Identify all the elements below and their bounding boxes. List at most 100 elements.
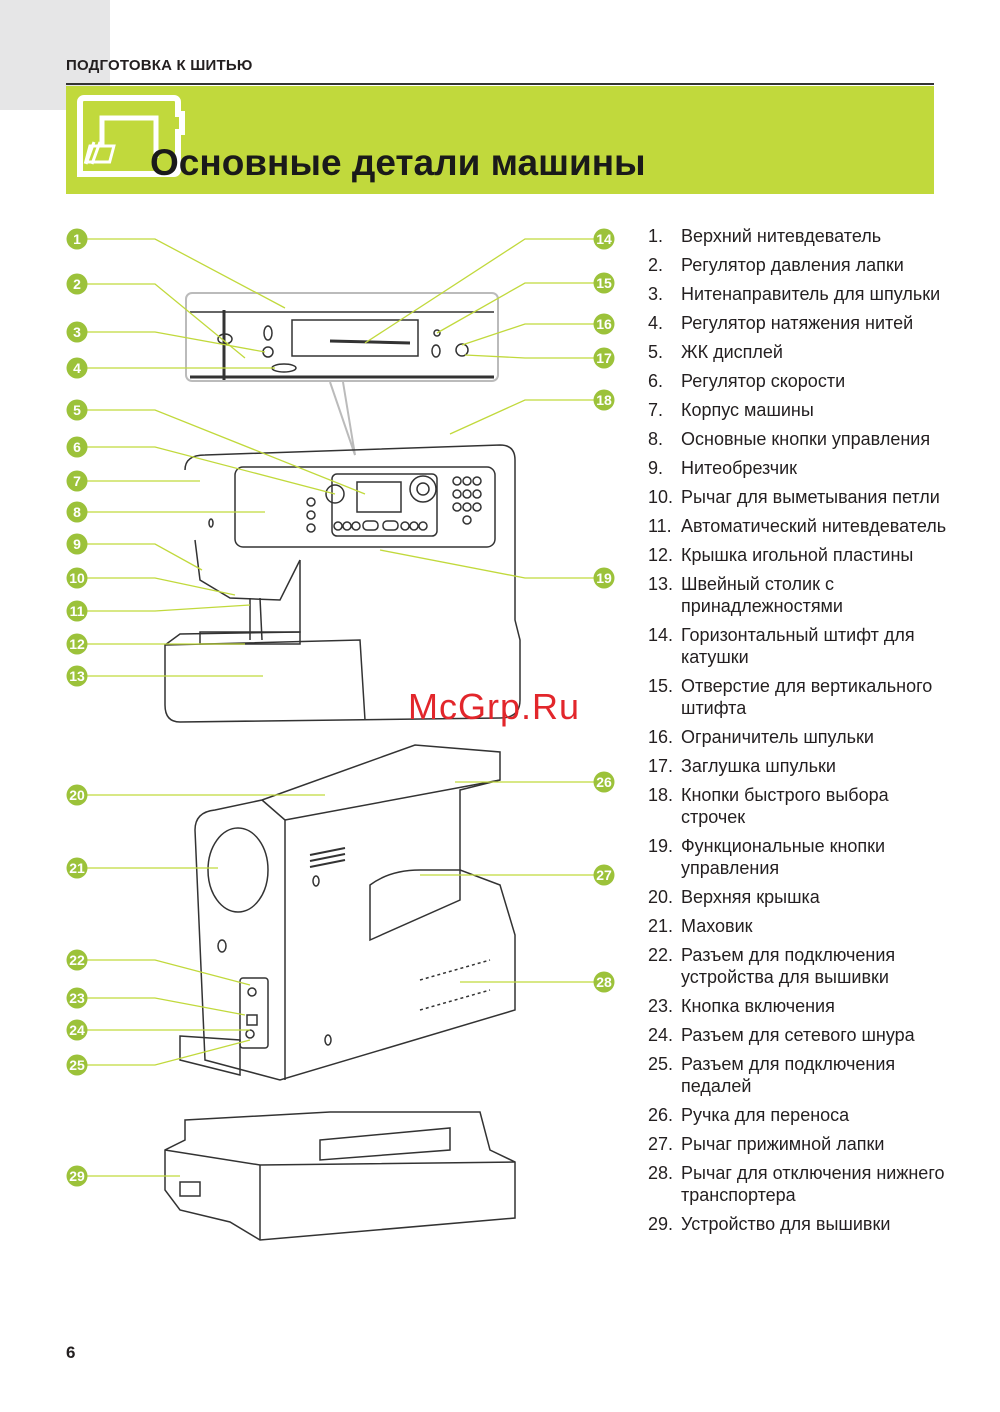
part-list-item: 13. Швейный столик с принадлежностями bbox=[648, 573, 948, 617]
callout-badge: 16 bbox=[593, 313, 615, 335]
part-number: 27. bbox=[648, 1134, 674, 1154]
part-number: 26. bbox=[648, 1105, 674, 1125]
callout-number: 10 bbox=[69, 570, 85, 586]
callout-badge: 13 bbox=[66, 665, 88, 687]
callout-circle bbox=[66, 567, 88, 589]
callout-circle bbox=[66, 273, 88, 295]
header-rule bbox=[66, 83, 934, 85]
embroidery-unit-drawing bbox=[164, 1111, 516, 1241]
callout-circle bbox=[593, 313, 615, 335]
part-number: 19. bbox=[648, 836, 674, 856]
part-label: Швейный столик с принадлежностями bbox=[681, 574, 843, 616]
part-label: Регулятор скорости bbox=[681, 371, 846, 391]
callout-number: 24 bbox=[69, 1022, 85, 1038]
callout-leader-line bbox=[364, 238, 594, 344]
callout-number: 18 bbox=[596, 392, 612, 408]
callout-number: 7 bbox=[73, 473, 81, 489]
sewing-machine-logo-icon bbox=[77, 95, 185, 177]
part-label: Основные кнопки управления bbox=[681, 429, 931, 449]
callout-number: 1 bbox=[73, 231, 81, 247]
callout-circle bbox=[593, 272, 615, 294]
watermark: McGrp.Ru bbox=[408, 686, 581, 727]
part-list-item: 22.Разъем для подключения устройства для… bbox=[648, 944, 948, 988]
callout-circle bbox=[66, 665, 88, 687]
callout-circle bbox=[66, 321, 88, 343]
callout-number: 29 bbox=[69, 1168, 85, 1184]
callout-leader-line bbox=[87, 446, 336, 495]
callout-badge: 25 bbox=[66, 1054, 88, 1076]
callout-leader-line bbox=[379, 549, 594, 579]
part-number: 20. bbox=[648, 887, 674, 907]
part-number: 18. bbox=[648, 785, 674, 805]
callout-leader-line bbox=[87, 331, 266, 353]
part-number: 1. bbox=[648, 226, 664, 246]
part-label: Кнопки быстрого выбора строчек bbox=[681, 785, 889, 827]
callout-number: 12 bbox=[69, 636, 85, 652]
part-list-item: 3.Нитенаправитель для шпульки bbox=[648, 283, 948, 305]
callout-circle bbox=[593, 971, 615, 993]
page-number: 6 bbox=[66, 1343, 76, 1362]
callout-circle bbox=[66, 470, 88, 492]
part-label: Рычаг прижимной лапки bbox=[681, 1134, 885, 1154]
callout-number: 8 bbox=[73, 504, 81, 520]
callout-number: 5 bbox=[73, 402, 81, 418]
part-label: Крышка игольной пластины bbox=[681, 545, 914, 565]
part-list-item: 21.Маховик bbox=[648, 915, 948, 937]
callout-number: 14 bbox=[596, 231, 612, 247]
part-label: Заглушка шпульки bbox=[681, 756, 836, 776]
callout-leader-line bbox=[87, 604, 251, 612]
callout-circle bbox=[66, 857, 88, 879]
callout-badge: 1 bbox=[66, 228, 88, 250]
part-list-item: 29.Устройство для вышивки bbox=[648, 1213, 948, 1235]
callout-circle bbox=[66, 228, 88, 250]
part-list-item: 10.Рычаг для выметывания петли bbox=[648, 486, 948, 508]
part-label: Отверстие для вертикального штифта bbox=[681, 676, 933, 718]
callout-badge: 8 bbox=[66, 501, 88, 523]
part-list-item: 1.Верхний нитевдеватель bbox=[648, 225, 948, 247]
callout-circle bbox=[66, 399, 88, 421]
callout-number: 17 bbox=[596, 350, 612, 366]
callout-badge: 22 bbox=[66, 949, 88, 971]
callout-circle bbox=[66, 987, 88, 1009]
part-label: Нитеобрезчик bbox=[681, 458, 798, 478]
callout-leader-line bbox=[87, 238, 286, 309]
part-number: 11. bbox=[648, 516, 672, 536]
callout-leader-line bbox=[87, 997, 246, 1016]
part-label: Регулятор натяжения нитей bbox=[681, 313, 914, 333]
callout-number: 6 bbox=[73, 439, 81, 455]
callout-badge: 5 bbox=[66, 399, 88, 421]
callout-number: 25 bbox=[69, 1057, 85, 1073]
callout-badge: 3 bbox=[66, 321, 88, 343]
part-number: 15. bbox=[648, 676, 674, 696]
machine-parts-diagram: 1234567891011121314151617181920212223242… bbox=[66, 228, 615, 1241]
callout-badge: 28 bbox=[593, 971, 615, 993]
callout-number: 3 bbox=[73, 324, 81, 340]
callout-circle bbox=[66, 1054, 88, 1076]
callout-circle bbox=[593, 771, 615, 793]
callout-number: 26 bbox=[596, 774, 612, 790]
part-number: 10. bbox=[648, 487, 674, 507]
part-label: Рычаг для отключения нижнего транспортер… bbox=[681, 1163, 945, 1205]
callout-badge: 14 bbox=[593, 228, 615, 250]
part-list-item: 9.Нитеобрезчик bbox=[648, 457, 948, 479]
part-label: Регулятор давления лапки bbox=[681, 255, 904, 275]
callout-circle bbox=[593, 228, 615, 250]
callout-number: 15 bbox=[596, 275, 612, 291]
callout-badge: 15 bbox=[593, 272, 615, 294]
part-label: Нитенаправитель для шпульки bbox=[681, 284, 941, 304]
part-number: 13. bbox=[648, 574, 674, 594]
callout-number: 19 bbox=[596, 570, 612, 586]
callout-badge: 20 bbox=[66, 784, 88, 806]
callout-badge: 2 bbox=[66, 273, 88, 295]
part-list-item: 25.Разъем для подключения педалей bbox=[648, 1053, 948, 1097]
part-list-item: 5.ЖК дисплей bbox=[648, 341, 948, 363]
part-list-item: 12.Крышка игольной пластины bbox=[648, 544, 948, 566]
callout-badge: 27 bbox=[593, 864, 615, 886]
callout-number: 9 bbox=[73, 536, 81, 552]
callout-circle bbox=[593, 347, 615, 369]
part-list-item: 4.Регулятор натяжения нитей bbox=[648, 312, 948, 334]
part-label: Разъем для подключения устройства для вы… bbox=[681, 945, 896, 987]
part-list-item: 28.Рычаг для отключения нижнего транспор… bbox=[648, 1162, 948, 1206]
callout-number: 28 bbox=[596, 974, 612, 990]
part-number: 16. bbox=[648, 727, 674, 747]
